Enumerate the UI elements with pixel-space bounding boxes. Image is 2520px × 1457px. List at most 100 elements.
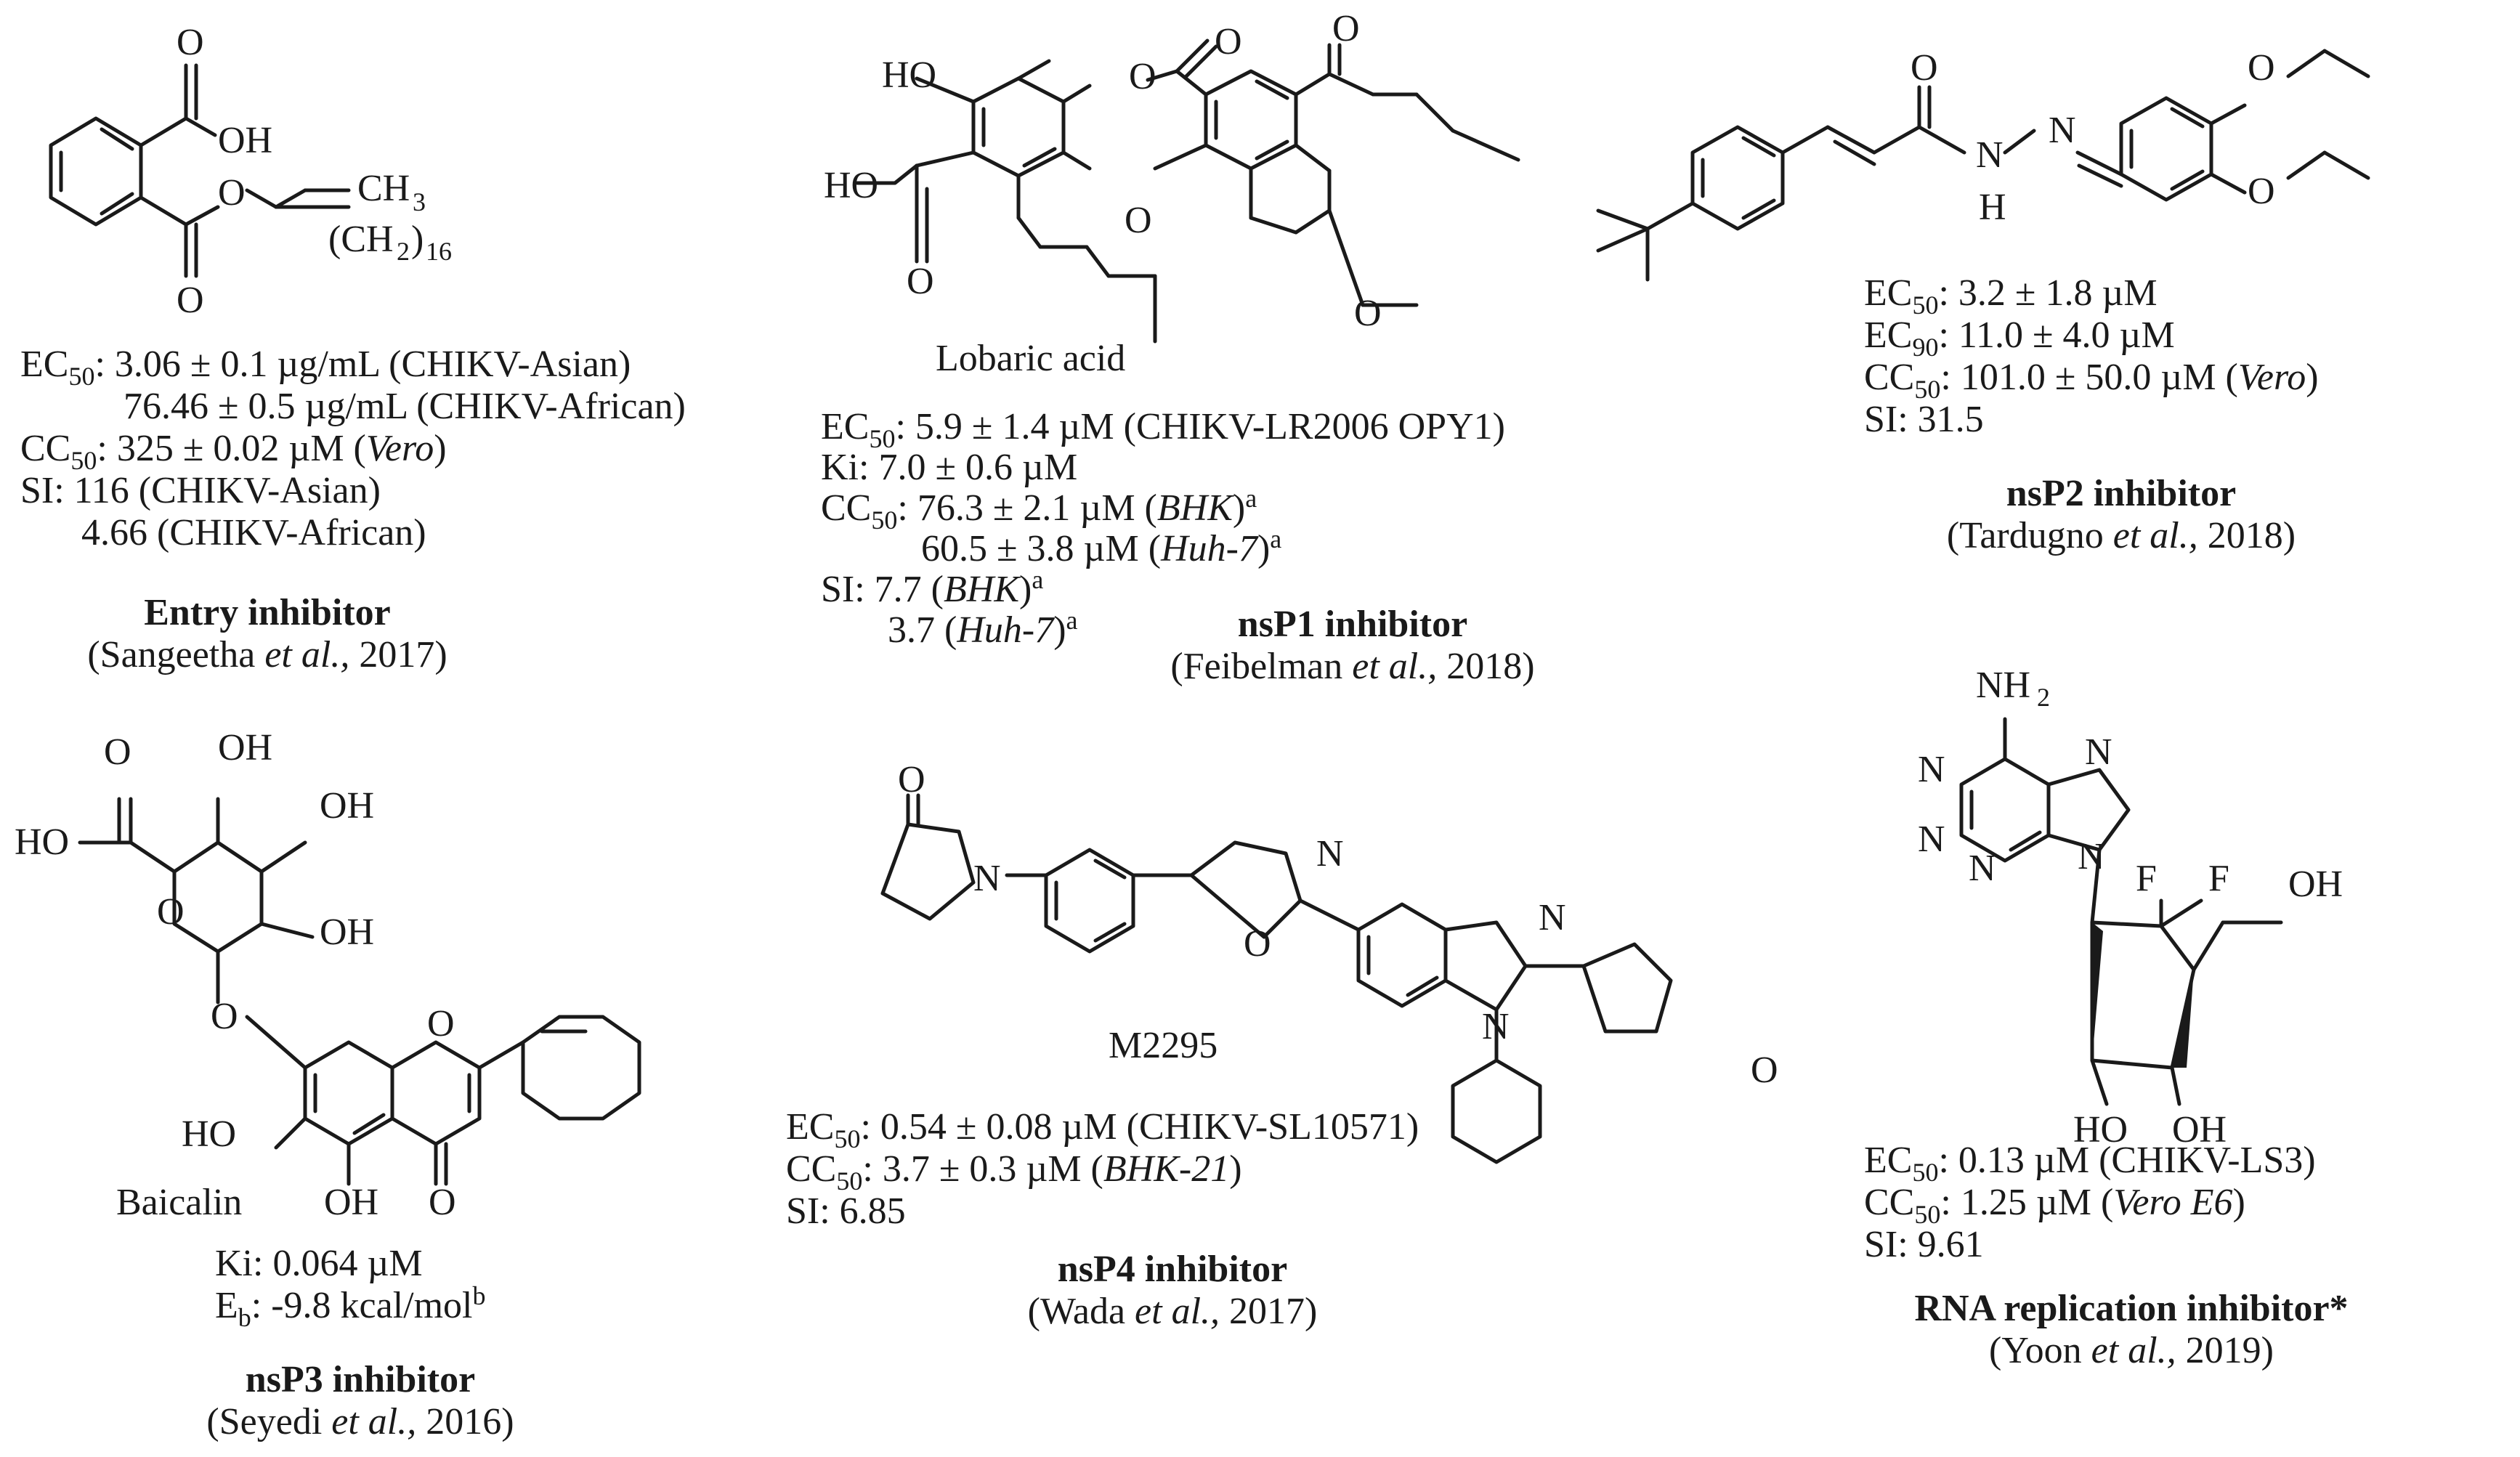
atom-label: O bbox=[177, 280, 204, 321]
atom-label: HO bbox=[2073, 1109, 2128, 1150]
atom-label: N bbox=[2078, 836, 2105, 877]
compound-name: M2295 bbox=[1109, 1025, 1218, 1066]
compound-name: Baicalin bbox=[116, 1182, 242, 1223]
atom-label: N bbox=[1976, 134, 2004, 176]
panel-title: RNA replication inhibitor* bbox=[1914, 1288, 2348, 1329]
entry-inhibitor-data: EC50: 3.06 ± 0.1 µg/mL (CHIKV-Asian) 76.… bbox=[20, 344, 686, 675]
atom-label: H bbox=[1979, 187, 2006, 228]
si-line: SI: 6.85 bbox=[786, 1190, 906, 1232]
nsp3-inhibitor-data: Baicalin Ki: 0.064 µM Eb: -9.8 kcal/molb… bbox=[116, 1182, 514, 1442]
atom-label: OH bbox=[324, 1182, 378, 1223]
si-line-cont: 4.66 (CHIKV-African) bbox=[81, 512, 426, 553]
si-line: SI: 116 (CHIKV-Asian) bbox=[20, 470, 381, 511]
atom-label: O bbox=[211, 996, 238, 1037]
atom-label: CH bbox=[357, 168, 410, 209]
atom-label: O bbox=[898, 759, 925, 800]
atom-label: OH bbox=[218, 727, 272, 768]
ec90-line: EC90: 11.0 ± 4.0 µM bbox=[1864, 314, 2175, 362]
atom-label: OH bbox=[2288, 864, 2343, 905]
si-line: SI: 9.61 bbox=[1864, 1224, 1984, 1265]
panel-title: nsP3 inhibitor bbox=[246, 1359, 475, 1400]
atom-label: N bbox=[1969, 848, 1996, 889]
atom-label: O bbox=[1751, 1050, 1778, 1091]
atom-label: (CH bbox=[328, 219, 394, 260]
atom-label: N bbox=[1539, 897, 1566, 938]
panel-title: nsP4 inhibitor bbox=[1058, 1249, 1287, 1290]
atom-label: O bbox=[1332, 8, 1360, 49]
atom-label: O bbox=[177, 22, 204, 63]
atom-label: O bbox=[104, 731, 131, 773]
atom-label: OH bbox=[218, 120, 272, 161]
eb-line: Eb: -9.8 kcal/molb bbox=[215, 1281, 485, 1332]
atom-label: O bbox=[907, 261, 934, 302]
atom-label: N bbox=[973, 858, 1001, 899]
si-line: SI: 7.7 (BHK)a bbox=[821, 565, 1043, 610]
atom-label: F bbox=[2136, 858, 2157, 899]
ec50-line: EC50: 0.54 ± 0.08 µM (CHIKV-SL10571) bbox=[786, 1106, 1419, 1153]
atom-label: O bbox=[1129, 56, 1156, 97]
compound-name: Lobaric acid bbox=[936, 338, 1125, 379]
atom-label: HO bbox=[182, 1113, 236, 1155]
atom-label: HO bbox=[824, 165, 878, 206]
reference: (Wada et al., 2017) bbox=[1028, 1291, 1318, 1332]
atom-label: OH bbox=[320, 785, 374, 827]
atom-label: ) bbox=[411, 219, 424, 260]
entry-inhibitor-structure: O OH CH 3 O (CH 2 ) 16 O bbox=[49, 22, 452, 321]
rna-inhibitor-structure: NH 2 N N N N N F F OH HO OH bbox=[1918, 665, 2343, 1150]
rna-inhibitor-data: EC50: 0.13 µM (CHIKV-LS3) CC50: 1.25 µM … bbox=[1864, 1140, 2349, 1371]
nsp4-inhibitor-data: M2295 EC50: 0.54 ± 0.08 µM (CHIKV-SL1057… bbox=[786, 1025, 1419, 1332]
cc50-line: CC50: 1.25 µM (Vero E6) bbox=[1864, 1182, 2245, 1229]
ki-line: Ki: 0.064 µM bbox=[215, 1243, 423, 1284]
cc50-line: CC50: 3.7 ± 0.3 µM (BHK-21) bbox=[786, 1148, 1242, 1196]
atom-label: N bbox=[1918, 819, 1945, 860]
panel-title: nsP2 inhibitor bbox=[2006, 473, 2236, 514]
si-line-cont: 3.7 (Huh-7)a bbox=[888, 606, 1078, 651]
ec50-line: EC50: 3.06 ± 0.1 µg/mL (CHIKV-Asian) bbox=[20, 344, 631, 391]
atom-label: HO bbox=[15, 821, 69, 863]
reference: (Feibelman et al., 2018) bbox=[1170, 646, 1534, 687]
atom-label: N bbox=[1482, 1006, 1510, 1047]
nsp2-inhibitor-data: EC50: 3.2 ± 1.8 µM EC90: 11.0 ± 4.0 µM C… bbox=[1864, 272, 2319, 556]
atom-label: O bbox=[218, 172, 246, 214]
atom-label: O bbox=[1911, 47, 1938, 89]
atom-subscript: 2 bbox=[397, 237, 410, 266]
panel-title: Entry inhibitor bbox=[144, 592, 391, 633]
reference: (Sangeetha et al., 2017) bbox=[87, 634, 447, 675]
cc50-line: CC50: 101.0 ± 50.0 µM (Vero) bbox=[1864, 357, 2319, 404]
atom-label: O bbox=[157, 891, 185, 933]
atom-label: O bbox=[1244, 923, 1271, 965]
atom-label: N bbox=[2085, 731, 2112, 773]
atom-label: NH bbox=[1976, 665, 2030, 706]
atom-label: OH bbox=[2172, 1109, 2227, 1150]
atom-label: O bbox=[1215, 21, 1242, 62]
atom-label: N bbox=[2049, 110, 2076, 151]
ec50-line: EC50: 0.13 µM (CHIKV-LS3) bbox=[1864, 1140, 2316, 1187]
nsp1-inhibitor-data: Lobaric acid EC50: 5.9 ± 1.4 µM (CHIKV-L… bbox=[821, 338, 1535, 687]
atom-label: O bbox=[1354, 293, 1382, 334]
atom-subscript: 3 bbox=[413, 187, 426, 216]
cc50-line: CC50: 325 ± 0.02 µM (Vero) bbox=[20, 428, 447, 475]
atom-subscript: 16 bbox=[426, 237, 452, 266]
ec50-line-cont: 76.46 ± 0.5 µg/mL (CHIKV-African) bbox=[123, 386, 686, 427]
cc50-line-cont: 60.5 ± 3.8 µM (Huh-7)a bbox=[921, 524, 1281, 569]
atom-label: N bbox=[1316, 833, 1344, 874]
atom-label: N bbox=[1918, 749, 1945, 790]
atom-label: OH bbox=[320, 912, 374, 953]
nsp4-inhibitor-structure: O N N O N N O bbox=[880, 759, 1778, 1164]
atom-label: F bbox=[2208, 858, 2229, 899]
atom-label: O bbox=[1125, 200, 1152, 241]
reference: (Seyedi et al., 2016) bbox=[206, 1401, 514, 1442]
ec50-line: EC50: 3.2 ± 1.8 µM bbox=[1864, 272, 2158, 320]
atom-label: HO bbox=[882, 54, 936, 96]
atom-label: O bbox=[429, 1182, 456, 1223]
ec50-line: EC50: 5.9 ± 1.4 µM (CHIKV-LR2006 OPY1) bbox=[821, 406, 1505, 453]
atom-label: O bbox=[2248, 47, 2275, 89]
reference: (Tardugno et al., 2018) bbox=[1947, 515, 2296, 556]
atom-subscript: 2 bbox=[2037, 683, 2050, 712]
nsp3-inhibitor-structure: O OH HO OH O OH O O HO OH O bbox=[15, 727, 641, 1223]
nsp2-inhibitor-structure: O N N H O O bbox=[1596, 47, 2370, 282]
atom-label: O bbox=[2248, 171, 2275, 212]
cc50-line: CC50: 76.3 ± 2.1 µM (BHK)a bbox=[821, 484, 1257, 535]
reference: (Yoon et al., 2019) bbox=[1989, 1330, 2274, 1371]
